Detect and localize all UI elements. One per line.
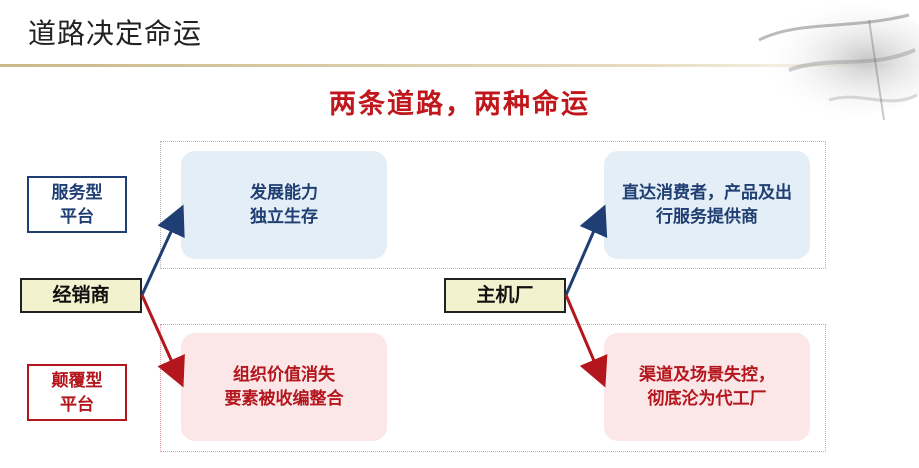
oem-to-disrupt-arrow [564,294,608,388]
label-line: 颠覆型 [51,371,103,391]
outcome-line: 行服务提供商 [656,207,758,227]
label-line: 服务型 [51,183,103,203]
label-service-platform: 服务型 平台 [27,176,127,233]
label-disrupt-platform: 颠覆型 平台 [27,364,127,421]
ink-decoration [758,5,919,121]
dealer-to-disrupt-arrow [140,294,185,388]
page-title: 道路决定命运 [28,17,203,50]
outcome-line: 组织价值消失 [233,365,335,385]
oem-to-service-arrow [564,204,608,296]
outcome-line: 发展能力 [250,183,318,203]
outcome-line: 渠道及场景失控， [639,365,775,385]
label-line: 平台 [60,207,94,227]
oem-service-outcome: 直达消费者，产品及出 行服务提供商 [604,151,810,259]
outcome-line: 彻底沦为代工厂 [647,389,767,409]
outcome-line: 独立生存 [250,207,318,227]
dealer-disrupt-outcome: 组织价值消失 要素被收编整合 [181,333,387,441]
dealer-to-service-arrow [140,204,185,296]
outcome-line: 直达消费者，产品及出 [622,183,792,203]
dealer-node: 经销商 [20,278,142,313]
title-rule [0,64,919,67]
headline: 两条道路，两种命运 [329,89,590,120]
outcome-line: 要素被收编整合 [224,389,344,409]
oem-node: 主机厂 [444,278,566,313]
oem-disrupt-outcome: 渠道及场景失控， 彻底沦为代工厂 [604,333,810,441]
label-line: 平台 [60,395,94,415]
dealer-service-outcome: 发展能力 独立生存 [181,151,387,259]
disrupt-region [160,324,826,452]
